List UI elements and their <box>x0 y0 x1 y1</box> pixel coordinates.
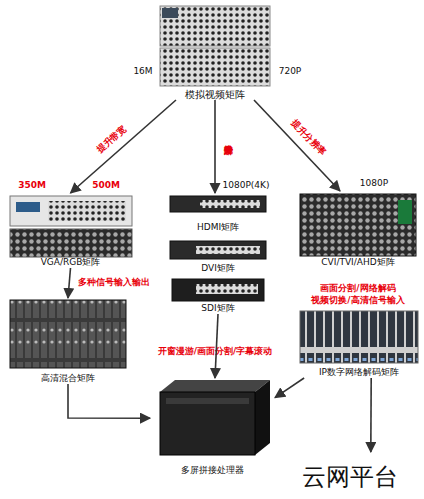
device-caption: HDMI矩阵 <box>197 223 239 233</box>
device-node: 模拟视频矩阵 <box>150 3 280 100</box>
device-panel <box>10 196 132 226</box>
device-panel <box>172 279 264 301</box>
device-side <box>255 380 270 455</box>
spec-label: 16M <box>133 67 152 77</box>
device-caption: 高清混合矩阵 <box>41 374 95 384</box>
device-buttons <box>196 284 258 294</box>
device-chassis <box>10 300 126 368</box>
device-buttons <box>48 201 126 221</box>
device-caption: 模拟视频矩阵 <box>185 89 245 100</box>
flow-arrow <box>275 378 304 398</box>
device-buttons <box>196 246 260 254</box>
spec-label: 画面分割/网络解码 <box>320 284 395 294</box>
flow-arrow <box>370 378 372 452</box>
flow-arrow <box>215 314 218 378</box>
spec-label: 1080P <box>360 179 388 189</box>
device-caption: 云网平台 <box>302 464 398 490</box>
device-display <box>16 202 40 212</box>
flow-arrow <box>68 384 150 418</box>
device-rear <box>300 194 416 256</box>
device-terminal <box>398 200 412 224</box>
device-node: 高清混合矩阵 <box>8 298 128 384</box>
device-chassis <box>300 311 418 363</box>
device-panel <box>160 48 270 86</box>
device-caption: IP数字网络解码矩阵 <box>319 368 399 378</box>
device-node: 多屏拼接处理器 <box>150 378 275 476</box>
device-node: VGA/RGB矩阵 <box>8 193 133 268</box>
device-caption: 多屏拼接处理器 <box>181 466 244 476</box>
flow-arrow <box>214 100 216 193</box>
device-buttons <box>200 200 260 208</box>
spec-label: 350M <box>18 181 46 191</box>
device-front <box>160 392 255 455</box>
device-panel <box>160 6 270 46</box>
device-display <box>162 8 178 18</box>
flow-arrow <box>71 100 177 193</box>
edge-label: 多种信号输入输出 <box>78 278 150 288</box>
edge-label: 提升分辨率 <box>289 118 327 158</box>
device-top <box>160 380 270 392</box>
spec-label: 500M <box>92 181 120 191</box>
device-node: HDMI矩阵 <box>168 193 268 233</box>
device-rear <box>10 229 132 257</box>
device-node: CVI/TVI/AHD矩阵 <box>298 191 418 268</box>
platform-node: 云网平台 <box>285 452 415 490</box>
device-node: DVI矩阵 <box>168 238 268 274</box>
device-caption: DVI矩阵 <box>201 264 235 274</box>
device-node: SDI矩阵 <box>168 276 268 314</box>
spec-label: 1080P(4K) <box>223 181 270 191</box>
device-node: IP数字网络解码矩阵 <box>298 308 420 378</box>
device-caption: CVI/TVI/AHD矩阵 <box>321 258 394 268</box>
edge-label: 提升带宽 <box>95 124 129 155</box>
flow-arrow <box>254 100 340 191</box>
device-caption: VGA/RGB矩阵 <box>41 258 101 268</box>
device-caption: SDI矩阵 <box>201 304 234 314</box>
spec-label: 720P <box>279 67 302 77</box>
device-panel <box>170 241 266 259</box>
flow-arrow <box>68 268 71 298</box>
spec-label: 视频切换/高清信号输入 <box>311 296 404 306</box>
device-vent <box>166 398 249 404</box>
edge-label: 开窗漫游/画面分割/字幕滚动 <box>158 347 273 357</box>
device-panel <box>170 196 266 212</box>
